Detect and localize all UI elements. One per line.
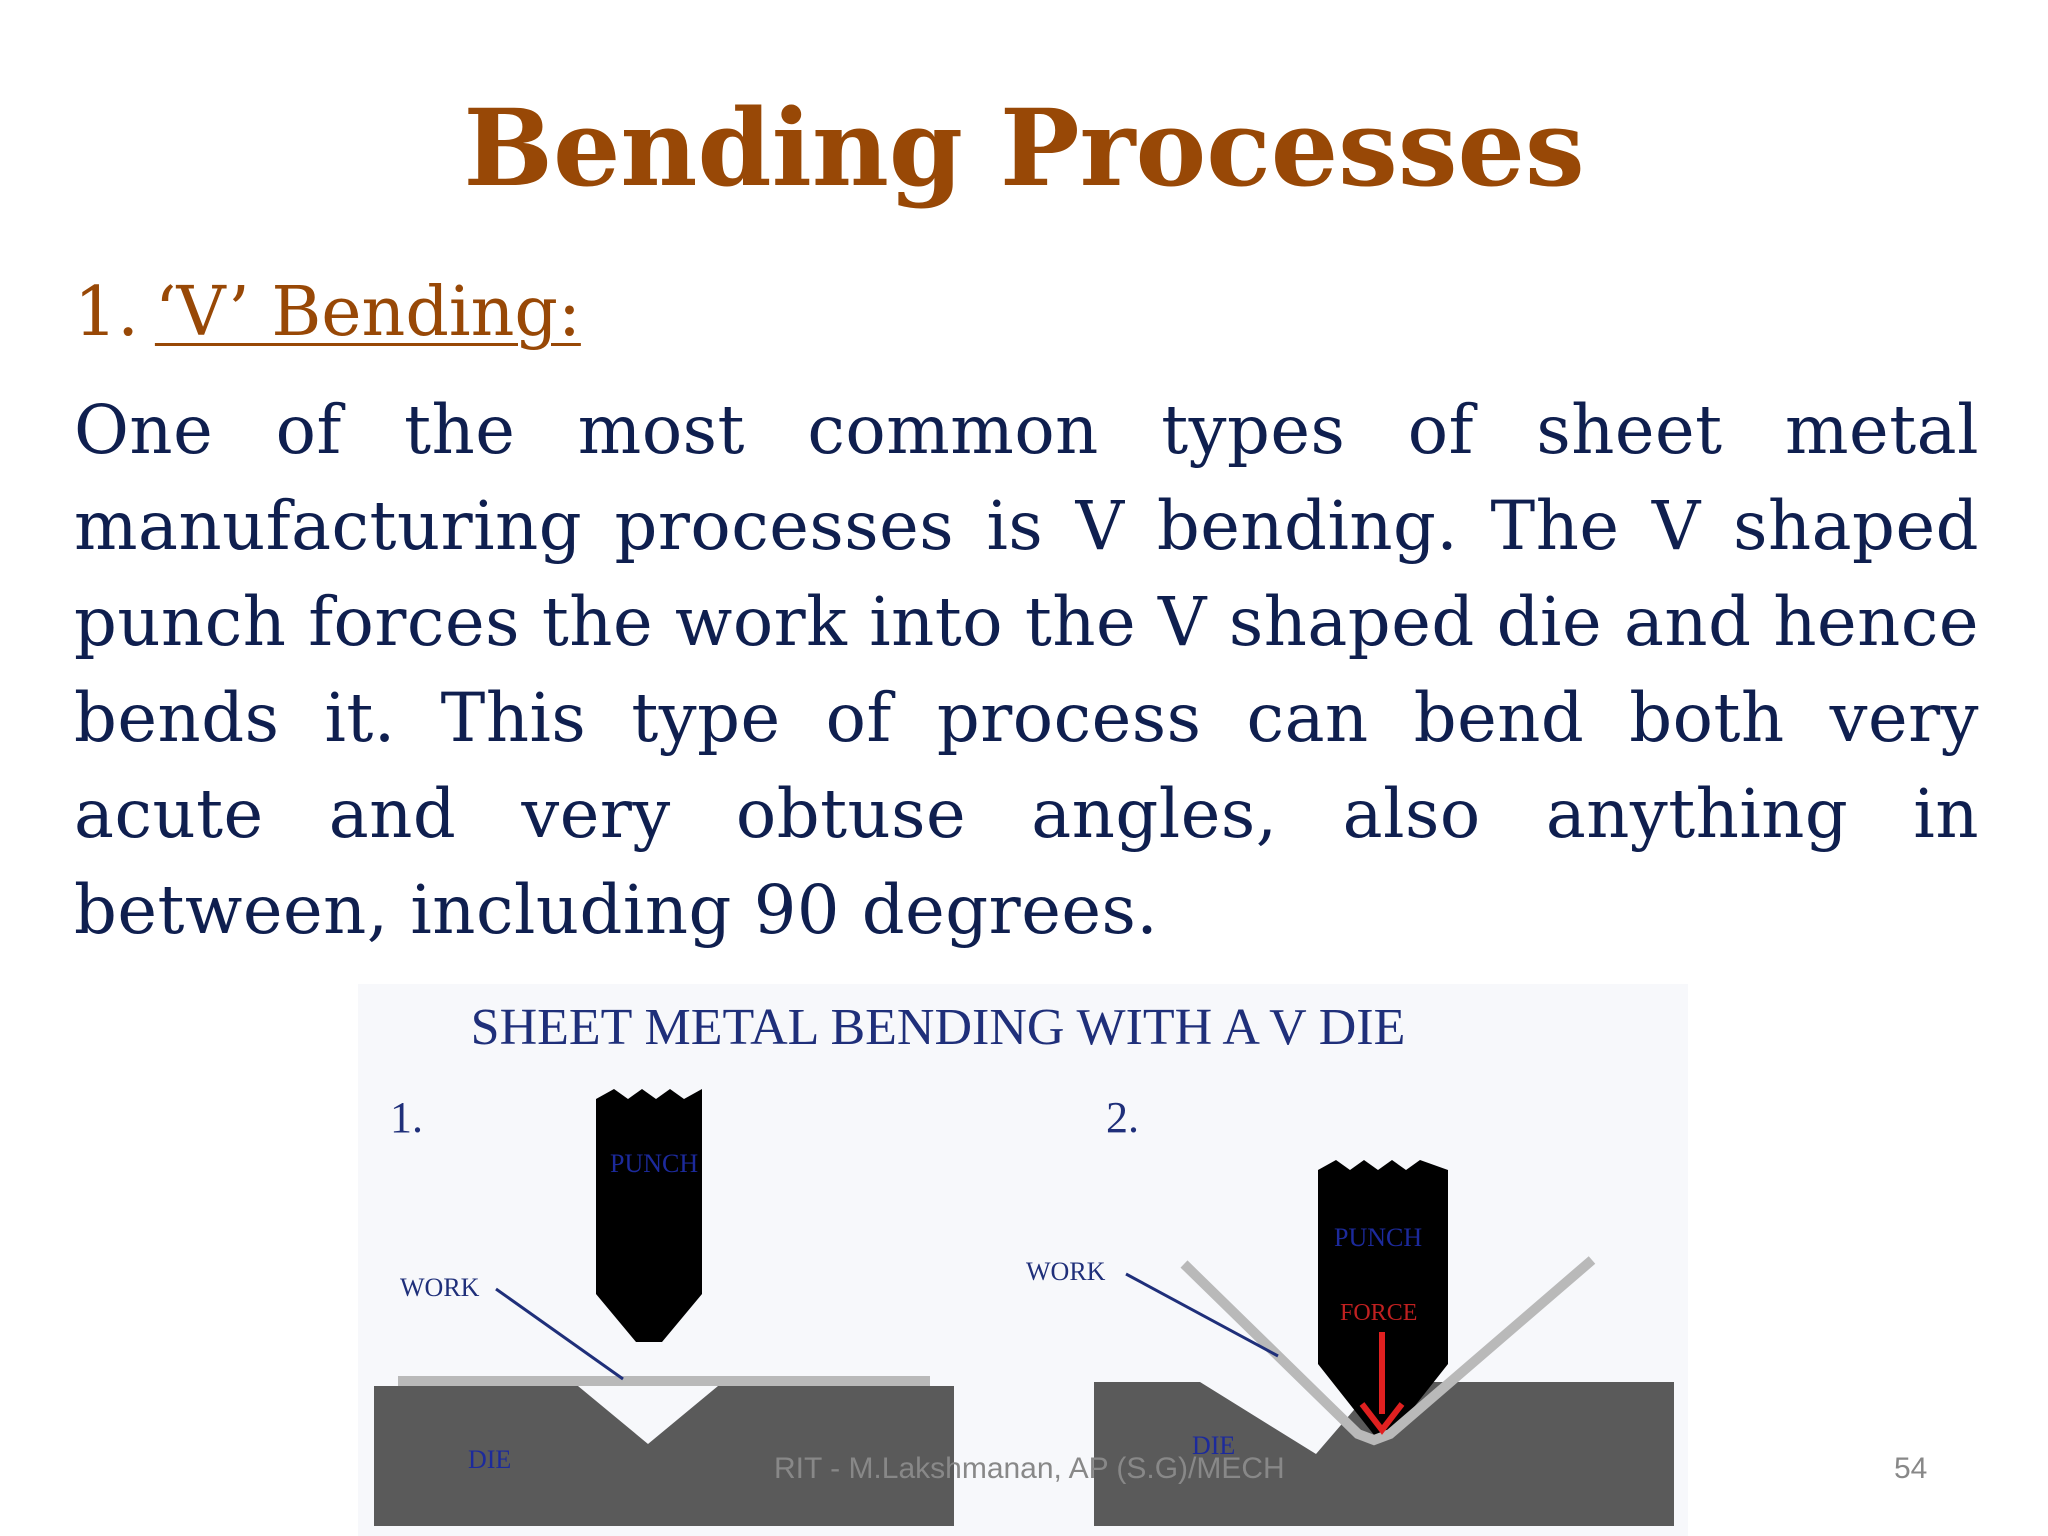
diagram-canvas: SHEET METAL BENDING WITH A V DIE 1. PUNC… <box>374 999 1674 1526</box>
work-label-2: WORK <box>1026 1257 1106 1286</box>
section-number: 1. <box>74 273 139 352</box>
footer-text: RIT - M.Lakshmanan, AP (S.G)/MECH <box>774 1452 1285 1485</box>
section-heading: 1.‘V’ Bending: <box>74 268 581 358</box>
die-2 <box>1094 1382 1674 1526</box>
v-bending-diagram: SHEET METAL BENDING WITH A V DIE 1. PUNC… <box>358 984 1688 1536</box>
work-label-1: WORK <box>400 1273 480 1302</box>
work-sheet-2 <box>1180 1256 1596 1446</box>
work-sheet-1 <box>398 1376 930 1386</box>
step-1-label: 1. <box>390 1093 423 1142</box>
diagram-title: SHEET METAL BENDING WITH A V DIE <box>471 999 1406 1056</box>
section-label: ‘V’ Bending: <box>154 273 581 352</box>
die-label-1: DIE <box>468 1445 511 1474</box>
work-leader-1 <box>495 1287 624 1381</box>
punch-2 <box>1318 1160 1448 1440</box>
step-2-label: 2. <box>1106 1093 1139 1142</box>
die-1 <box>374 1386 954 1526</box>
work-leader-2 <box>1125 1272 1279 1358</box>
slide-title: Bending Processes <box>463 85 1585 210</box>
punch-1 <box>596 1089 702 1342</box>
force-arrow-head <box>1359 1402 1405 1435</box>
body-paragraph: One of the most common types of sheet me… <box>74 391 1979 949</box>
page-number: 54 <box>1894 1452 1928 1485</box>
die-label-2: DIE <box>1192 1431 1235 1460</box>
punch-label-2: PUNCH <box>1334 1223 1422 1252</box>
punch-label-1: PUNCH <box>610 1149 698 1178</box>
force-label: FORCE <box>1340 1300 1417 1326</box>
